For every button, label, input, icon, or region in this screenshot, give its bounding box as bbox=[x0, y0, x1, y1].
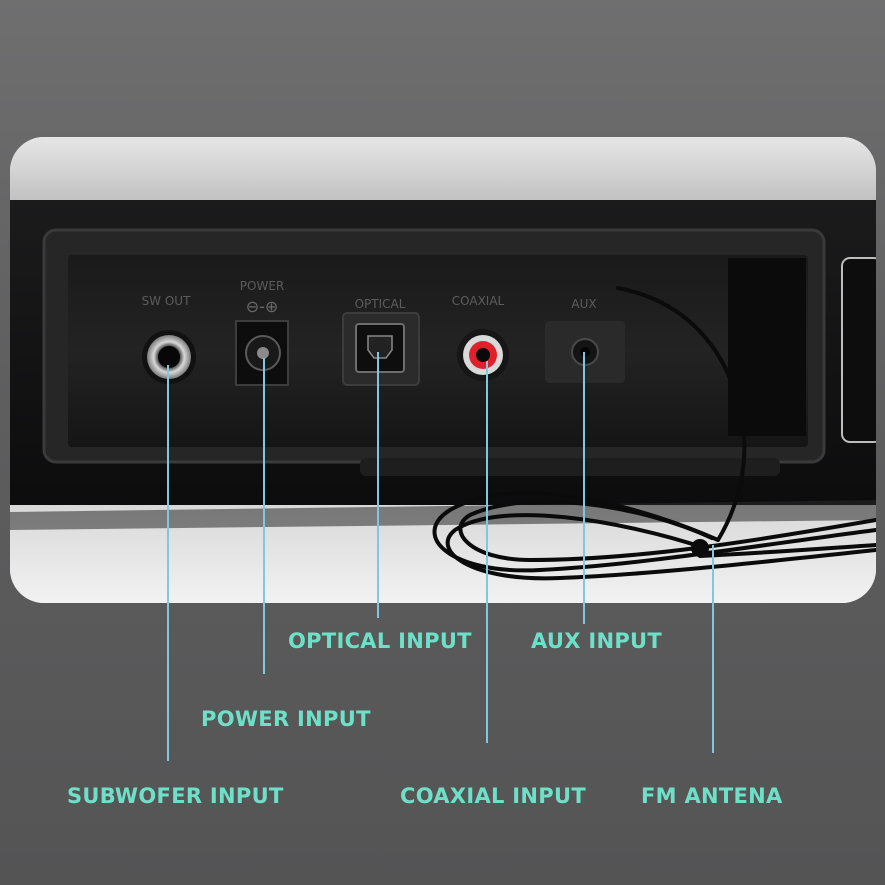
leader-line-optical bbox=[377, 352, 379, 618]
leader-line-aux bbox=[583, 352, 585, 624]
label-power-input: POWER INPUT bbox=[201, 707, 371, 731]
label-coaxial-input: COAXIAL INPUT bbox=[400, 784, 586, 808]
engraving-aux: AUX bbox=[571, 297, 596, 311]
subwoofer-jack-icon bbox=[142, 330, 196, 384]
fm-antenna-cable-icon bbox=[432, 286, 876, 581]
leader-line-power bbox=[263, 358, 265, 674]
aux-jack-icon bbox=[545, 321, 625, 383]
label-optical-input: OPTICAL INPUT bbox=[288, 629, 472, 653]
leader-line-subwoofer bbox=[167, 365, 169, 761]
dc-power-jack-icon bbox=[235, 320, 289, 386]
label-subwoofer-input: SUBWOFER INPUT bbox=[67, 784, 284, 808]
engraving-coaxial: COAXIAL bbox=[452, 294, 505, 308]
label-fm-antena: FM ANTENA bbox=[641, 784, 783, 808]
label-aux-input: AUX INPUT bbox=[531, 629, 663, 653]
leader-line-coaxial bbox=[486, 361, 488, 743]
polarity-symbol: ⊖-⊕ bbox=[246, 297, 279, 316]
rca-coaxial-jack-icon bbox=[457, 329, 509, 381]
engraving-optical: OPTICAL bbox=[355, 297, 406, 311]
engraving-sw-out: SW OUT bbox=[142, 294, 192, 308]
engraving-power: POWER bbox=[240, 279, 284, 293]
optical-toslink-port-icon bbox=[342, 312, 420, 386]
leader-line-fm bbox=[712, 545, 714, 753]
